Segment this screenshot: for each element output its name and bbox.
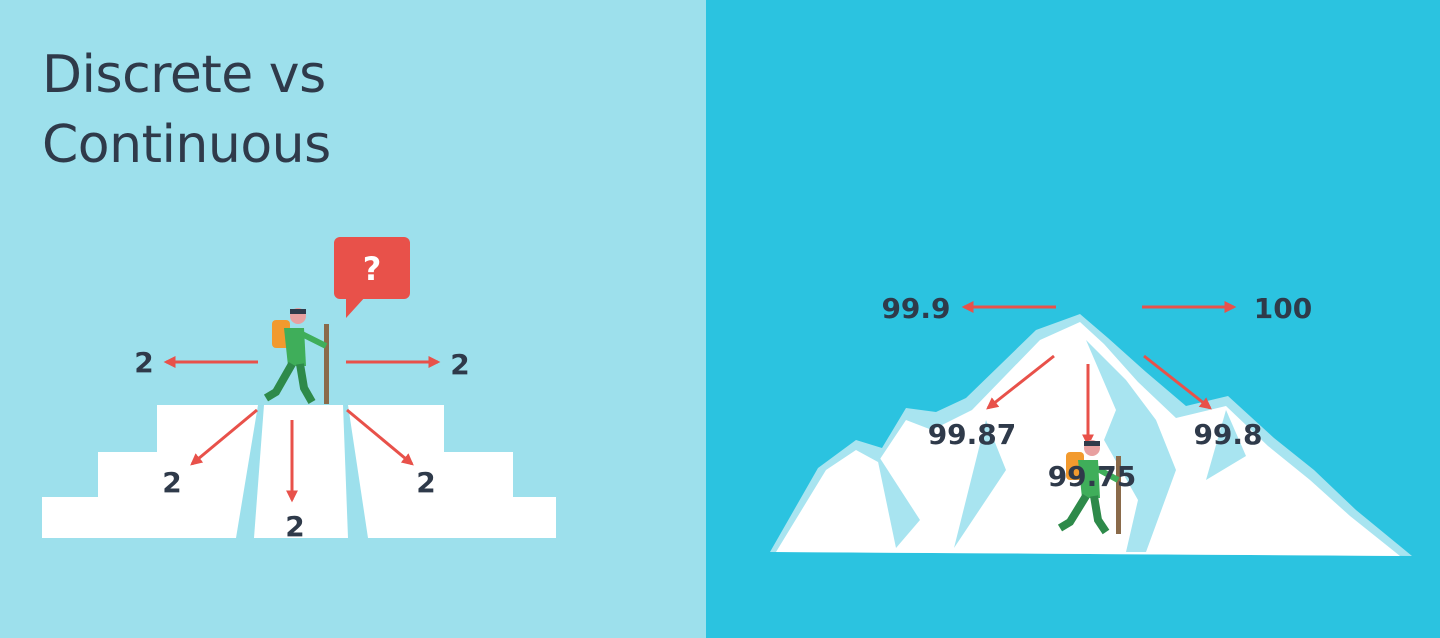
question-bubble-icon: ?: [334, 237, 410, 318]
title-line-1: Discrete vs: [42, 45, 326, 105]
question-mark: ?: [363, 250, 382, 288]
title-line-2: Continuous: [42, 115, 331, 175]
continuous-arrows: [961, 301, 1237, 447]
stairs-icon: [42, 405, 556, 538]
discrete-diagram: 2 2 2 2 2 ?: [42, 237, 556, 543]
arrow-icon: [1143, 354, 1212, 410]
value-right: 100: [1254, 292, 1312, 325]
mountain-icon: [770, 314, 1412, 556]
value-left: 99.9: [881, 292, 950, 325]
value-down-left: 2: [162, 466, 181, 499]
hiker-icon: [263, 308, 329, 404]
continuous-diagram: 99.9 100 99.87 99.8 99.75: [770, 292, 1412, 556]
continuous-panel: 99.9 100 99.87 99.8 99.75: [706, 0, 1440, 638]
arrow-icon: [346, 408, 414, 466]
value-down-left: 99.87: [928, 418, 1017, 451]
value-down-right: 2: [416, 466, 435, 499]
value-right: 2: [450, 348, 469, 381]
page-title: Discrete vs Continuous: [42, 40, 331, 180]
arrow-icon: [190, 408, 258, 466]
value-down: 99.75: [1048, 460, 1137, 493]
value-down-right: 99.8: [1193, 418, 1262, 451]
value-left: 2: [134, 346, 153, 379]
hiker-icon: [1057, 440, 1121, 535]
discrete-panel: Discrete vs Continuous 2 2 2 2 2: [0, 0, 706, 638]
value-down: 2: [285, 510, 304, 543]
arrow-icon: [986, 354, 1055, 410]
discrete-arrows: [163, 356, 441, 503]
